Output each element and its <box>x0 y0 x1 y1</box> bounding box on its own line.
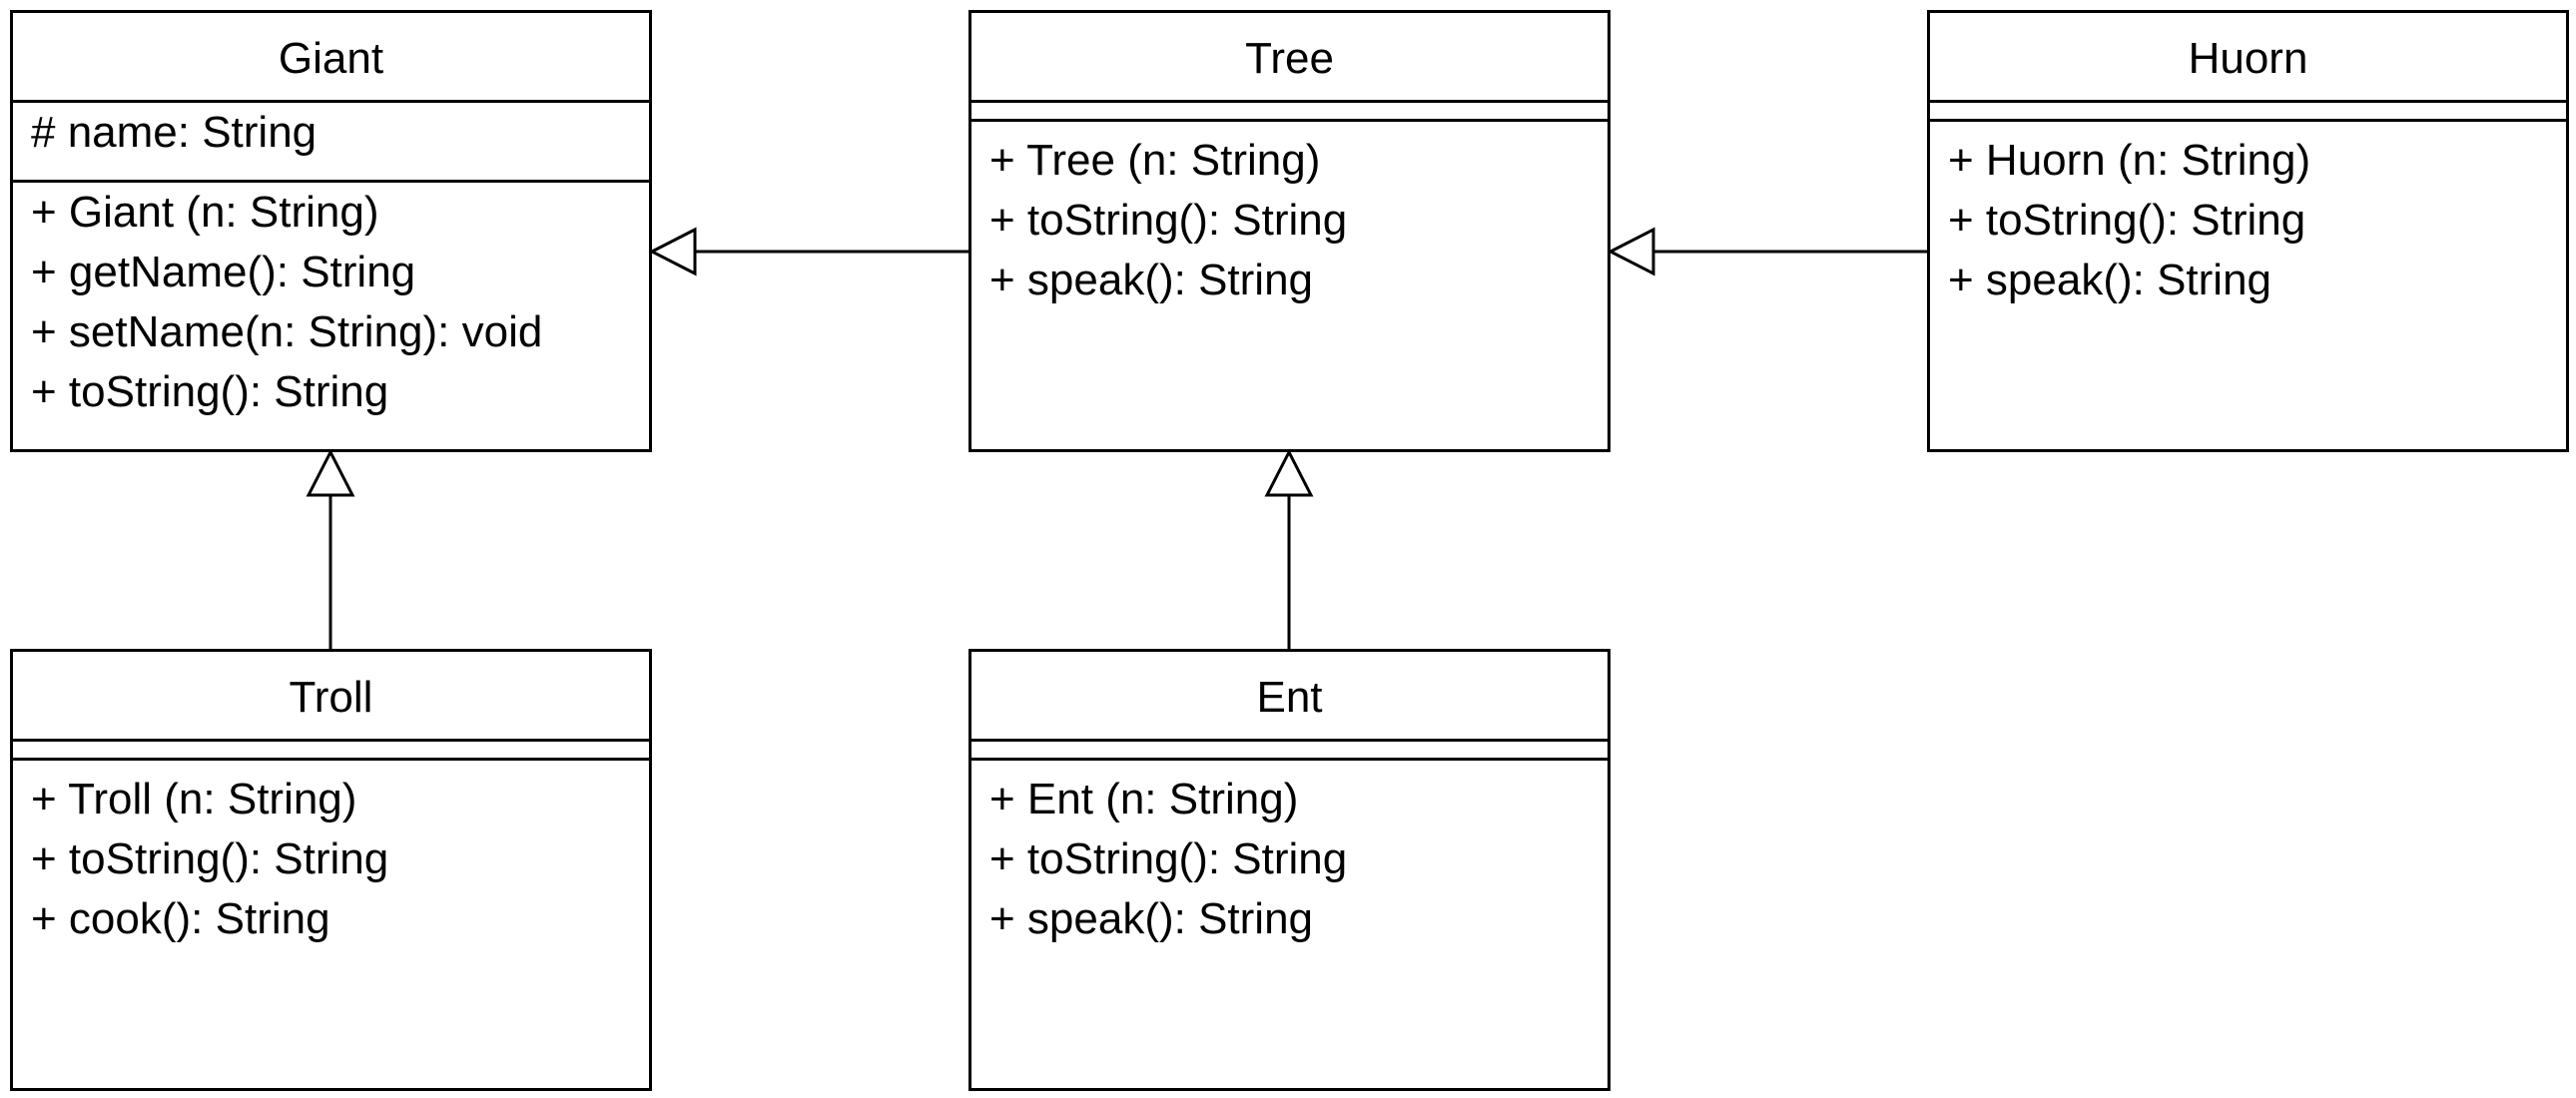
method-tostring: + toString(): String <box>1948 196 2306 245</box>
generalization-huorn-tree <box>1607 227 1927 276</box>
method-speak: + speak(): String <box>989 894 1314 943</box>
generalization-troll-giant <box>306 448 355 649</box>
inheritance-arrow-icon <box>1607 227 1655 276</box>
method-constructor: + Tree (n: String) <box>989 136 1321 185</box>
attribute-name: # name: String <box>31 108 318 157</box>
methods-ent: + Ent (n: String) + toString(): String +… <box>989 770 1600 949</box>
method-getname: + getName(): String <box>31 248 416 296</box>
attributes-giant: # name: String <box>31 103 641 163</box>
divider <box>971 119 1608 122</box>
class-name-giant: Giant <box>278 34 384 83</box>
methods-giant: + Giant (n: String) + getName(): String … <box>31 183 641 422</box>
class-ent[interactable]: Ent + Ent (n: String) + toString(): Stri… <box>968 649 1610 1091</box>
divider <box>13 100 649 103</box>
method-constructor: + Huorn (n: String) <box>1948 136 2311 185</box>
method-tostring: + toString(): String <box>989 834 1348 883</box>
divider <box>1930 119 2566 122</box>
divider <box>971 100 1608 103</box>
inheritance-arrow-icon <box>306 448 355 497</box>
divider <box>971 739 1608 742</box>
methods-troll: + Troll (n: String) + toString(): String… <box>31 770 641 949</box>
inheritance-arrow-icon <box>648 227 697 276</box>
method-cook: + cook(): String <box>31 894 330 943</box>
method-constructor: + Giant (n: String) <box>31 188 379 237</box>
method-constructor: + Ent (n: String) <box>989 775 1299 824</box>
method-speak: + speak(): String <box>989 256 1314 304</box>
class-name-tree: Tree <box>1245 34 1334 83</box>
divider <box>13 739 649 742</box>
methods-huorn: + Huorn (n: String) + toString(): String… <box>1948 131 2558 310</box>
generalization-tree-giant <box>648 227 968 276</box>
divider <box>13 180 649 183</box>
method-speak: + speak(): String <box>1948 256 2272 304</box>
inheritance-arrow-icon <box>1264 448 1314 497</box>
class-name-troll: Troll <box>289 673 373 722</box>
method-tostring: + toString(): String <box>989 196 1348 245</box>
divider <box>13 758 649 761</box>
divider <box>971 758 1608 761</box>
method-tostring: + toString(): String <box>31 367 389 416</box>
class-giant[interactable]: Giant # name: String + Giant (n: String)… <box>10 10 652 452</box>
divider <box>1930 100 2566 103</box>
generalization-ent-tree <box>1264 448 1314 649</box>
class-tree[interactable]: Tree + Tree (n: String) + toString(): St… <box>968 10 1610 452</box>
method-constructor: + Troll (n: String) <box>31 775 357 824</box>
class-name-huorn: Huorn <box>2188 34 2308 83</box>
method-tostring: + toString(): String <box>31 834 389 883</box>
method-setname: + setName(n: String): void <box>31 307 543 356</box>
class-troll[interactable]: Troll + Troll (n: String) + toString(): … <box>10 649 652 1091</box>
class-name-ent: Ent <box>1256 673 1323 722</box>
class-huorn[interactable]: Huorn + Huorn (n: String) + toString(): … <box>1927 10 2569 452</box>
methods-tree: + Tree (n: String) + toString(): String … <box>989 131 1600 310</box>
